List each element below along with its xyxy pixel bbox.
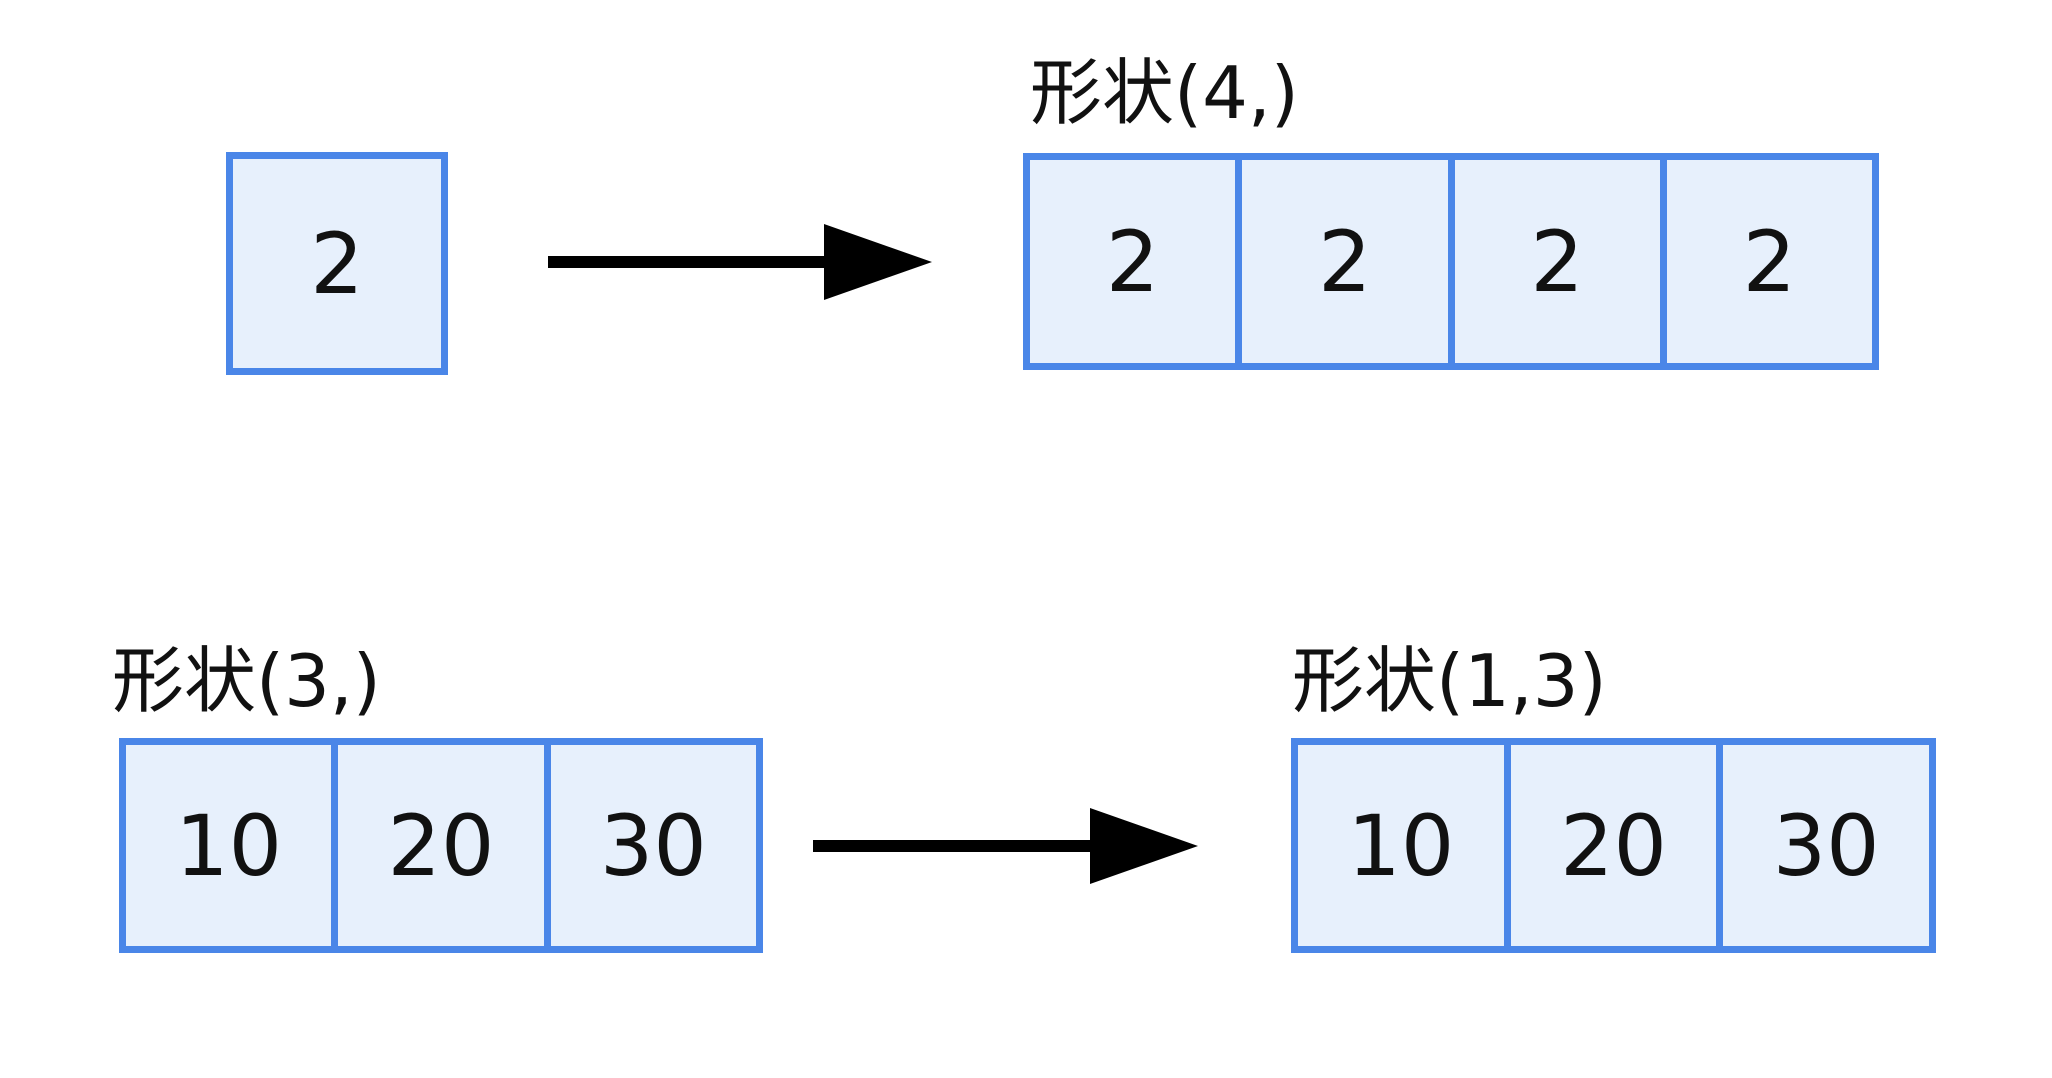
array-cell: 2	[1659, 160, 1872, 363]
shape-label-bottom-result: 形状(1,3)	[1292, 639, 1607, 723]
array-cell: 10	[1347, 796, 1455, 895]
array-cell: 2	[1447, 160, 1660, 363]
array-cell: 10	[175, 796, 283, 895]
shape-label-top-result: 形状(4,)	[1030, 51, 1299, 135]
array-box-3: 10 20 30	[119, 738, 763, 953]
scalar-box: 2	[226, 152, 448, 375]
array-cell: 20	[331, 745, 543, 946]
array-box-4: 2 2 2 2	[1023, 153, 1879, 370]
array-box-1x3: 10 20 30	[1291, 738, 1936, 953]
array-cell: 20	[1503, 745, 1717, 946]
array-cell: 2	[1105, 212, 1160, 311]
array-cell: 30	[1716, 745, 1929, 946]
array-cell: 2	[310, 214, 364, 313]
arrow-right-icon	[813, 808, 1198, 884]
shape-label-bottom-source: 形状(3,)	[112, 639, 381, 723]
array-cell: 2	[1235, 160, 1447, 363]
arrow-right-icon	[548, 224, 932, 300]
array-cell: 30	[543, 745, 756, 946]
